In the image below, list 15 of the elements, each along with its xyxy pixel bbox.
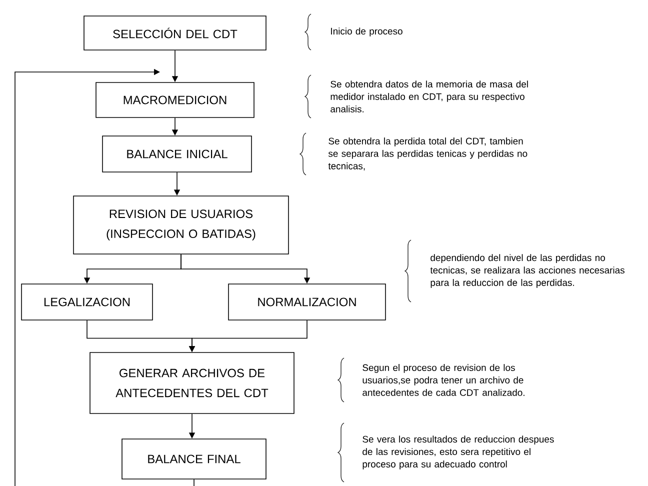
note-text: Se vera los resultados de reduccion despues de las revisiones, esto sera repetitivo el proceso para su adecuado control bbox=[362, 436, 554, 470]
process-box: GENERAR ARCHIVOS DE ANTECEDENTES DEL CDT bbox=[90, 352, 294, 414]
note-text: Segun el proceso de revision de los usuarios,se podra tener un archivo de antecedentes de cada CDT analizado. bbox=[362, 364, 524, 396]
note-text: Inicio de proceso bbox=[331, 28, 402, 36]
process-box: MACROMEDICION bbox=[96, 82, 254, 118]
note-text: Se obtendra la perdida total del CDT, tambien se separara las perdidas tenicas y perdidas no tecnicas, bbox=[328, 138, 528, 170]
process-box: SELECCIÓN DEL CDT bbox=[84, 16, 266, 50]
note-text: Se obtendra datos de la memoria de masa del medidor instalado en CDT, para su respectivo analisis. bbox=[330, 80, 528, 112]
process-box: BALANCE INICIAL bbox=[102, 136, 252, 172]
arrow bbox=[14, 68, 194, 486]
process-box: BALANCE FINAL bbox=[122, 438, 266, 480]
note-text: dependiendo del nivel de las perdidas no tecnicas, se realizara las acciones necesarias para la reduccion de las perdidas. bbox=[430, 254, 624, 288]
process-box: LEGALIZACION bbox=[21, 284, 153, 320]
process-box: REVISION DE USUARIOS (INSPECCION O BATIDAS) bbox=[73, 196, 289, 254]
process-box: NORMALIZACION bbox=[228, 284, 386, 320]
